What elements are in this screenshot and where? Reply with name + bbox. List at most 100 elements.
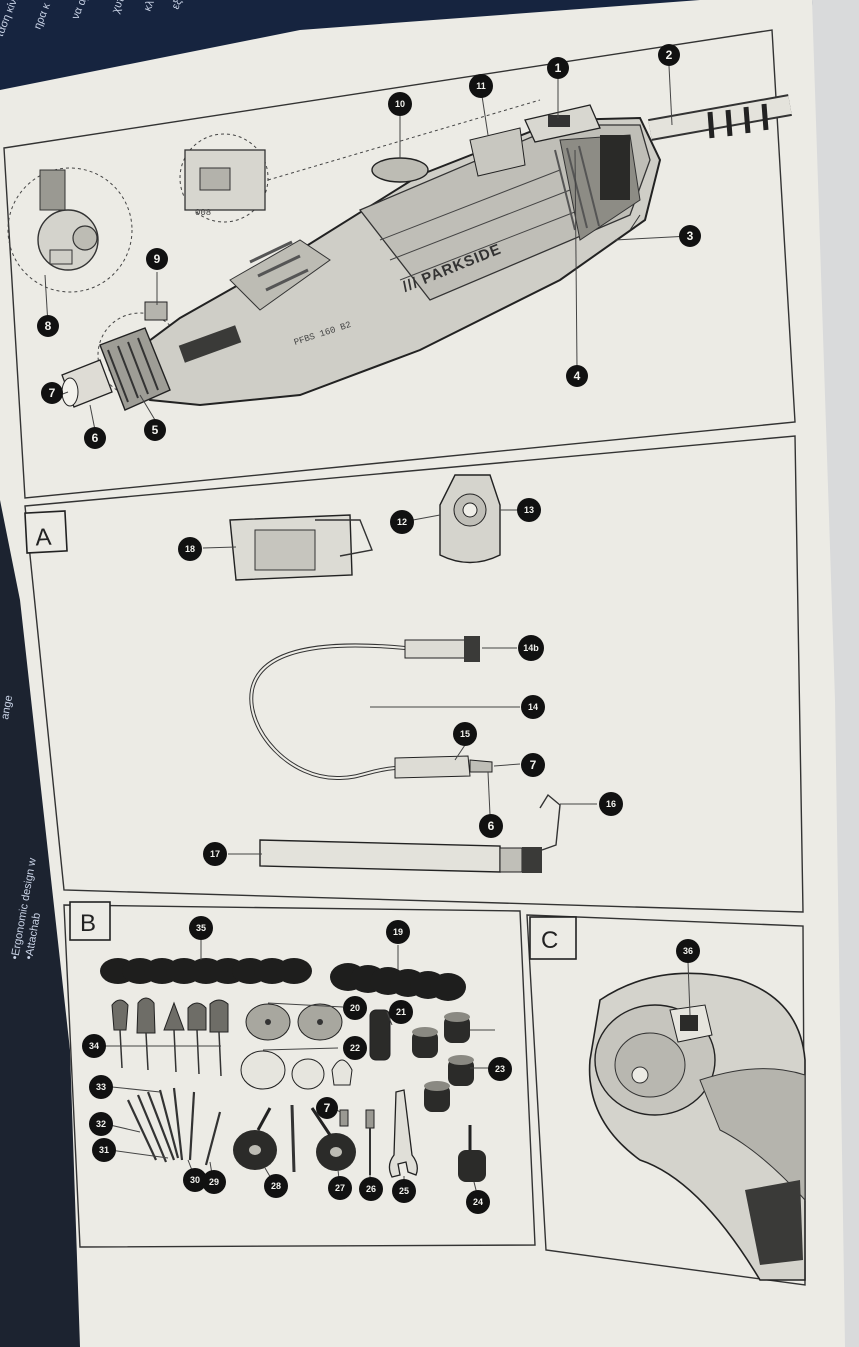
callout-10: 10 [388,92,412,116]
svg-text:22: 22 [350,1043,360,1053]
callout-24: 24 [466,1190,490,1214]
callout-25: 25 [392,1179,416,1203]
panel-c-label: C [541,927,558,954]
bg-text-6: εξερ [170,0,189,11]
panel-a-accessories: A [24,435,804,913]
svg-text:7: 7 [49,386,56,400]
rotary-tool-drawing: /// PARKSIDE PFBS 160 B2 [61,104,662,411]
callout-7-a: 7 [521,753,545,777]
svg-text:21: 21 [396,1007,406,1017]
svg-text:11: 11 [476,81,486,91]
callout-6-a: 6 [479,814,503,838]
callout-6: 6 [84,427,106,449]
cutting-discs-35 [100,958,312,984]
callout-16: 16 [599,792,623,816]
svg-text:3: 3 [687,229,694,243]
callout-36: 36 [676,939,700,963]
svg-text:17: 17 [210,849,220,859]
callout-3: 3 [679,225,701,247]
svg-text:7: 7 [324,1101,331,1115]
svg-text:6: 6 [488,819,495,833]
svg-text:18: 18 [185,544,195,554]
svg-text:6: 6 [92,431,99,445]
svg-text:34: 34 [89,1041,99,1051]
bg-text-9: ange [0,694,15,720]
callout-7: 7 [41,382,63,404]
wrench-drawing [388,1089,418,1178]
callout-28: 28 [264,1174,288,1198]
polishing-items [240,1003,391,1090]
switch-inset: 008 [184,149,266,218]
callout-14b: 14b [518,635,544,661]
callout-2: 2 [658,44,680,66]
callout-8: 8 [37,315,59,337]
callout-26: 26 [359,1177,383,1201]
svg-text:8: 8 [45,319,52,333]
callout-20: 20 [343,996,367,1020]
callout-badges: 1 2 3 4 5 6 7 8 9 10 11 12 13 14b 14 15 … [37,44,701,1214]
callout-31: 31 [92,1138,116,1162]
cutting-discs-19 [330,963,466,1001]
svg-text:13: 13 [524,505,534,515]
svg-text:32: 32 [96,1119,106,1129]
svg-text:23: 23 [495,1064,505,1074]
callout-12: 12 [390,510,414,534]
circle-cutter-attachment [229,514,373,581]
svg-text:25: 25 [399,1186,409,1196]
callout-15: 15 [453,722,477,746]
callout-4: 4 [566,365,588,387]
callout-21: 21 [389,1000,413,1024]
callout-13: 13 [517,498,541,522]
panel-b-accessory-set: B [63,901,536,1248]
callout-14: 14 [521,695,545,719]
callout-11: 11 [469,74,493,98]
sanding-bands-23 [412,1012,486,1182]
panel-a-label: A [35,524,52,552]
svg-text:10: 10 [395,99,405,109]
svg-text:15: 15 [460,729,470,739]
callout-7-b: 7 [316,1097,338,1119]
callout-1: 1 [547,57,569,79]
callout-23: 23 [488,1057,512,1081]
svg-text:28: 28 [271,1181,281,1191]
callout-35: 35 [189,916,213,940]
callout-33: 33 [89,1075,113,1099]
svg-text:5: 5 [152,423,159,437]
svg-text:14: 14 [528,702,538,712]
hand-piece-extension [259,793,561,873]
svg-text:20: 20 [350,1003,360,1013]
callout-9: 9 [146,248,168,270]
callout-30: 30 [183,1168,207,1192]
panel-c-spindle-lock: C [526,914,806,1286]
svg-text:29: 29 [209,1177,219,1187]
svg-text:12: 12 [397,517,407,527]
svg-text:24: 24 [473,1197,483,1207]
svg-text:19: 19 [393,927,403,937]
callout-5: 5 [144,419,166,441]
callout-17: 17 [203,842,227,866]
svg-text:1: 1 [555,61,562,75]
mandrels-and-wheels [233,1104,375,1175]
callout-22: 22 [343,1036,367,1060]
svg-text:33: 33 [96,1082,106,1092]
callout-34: 34 [82,1034,106,1058]
svg-text:36: 36 [683,946,693,956]
flexible-shaft [249,636,493,781]
callout-29: 29 [202,1170,226,1194]
svg-text:4: 4 [574,369,581,383]
engraving-bits [127,1087,222,1166]
depth-attachment [439,474,501,564]
svg-text:30: 30 [190,1175,200,1185]
svg-text:27: 27 [335,1183,345,1193]
inset-mark-text: 008 [195,208,211,218]
svg-text:14b: 14b [523,643,539,653]
callout-19: 19 [386,920,410,944]
callout-27: 27 [328,1176,352,1200]
panel-b-label: B [80,910,96,937]
callout-18: 18 [178,537,202,561]
tool-overview-panel: 008 /// PARKSIDE PFBS 160 B2 [3,29,796,499]
svg-text:26: 26 [366,1184,376,1194]
svg-text:2: 2 [666,48,673,62]
